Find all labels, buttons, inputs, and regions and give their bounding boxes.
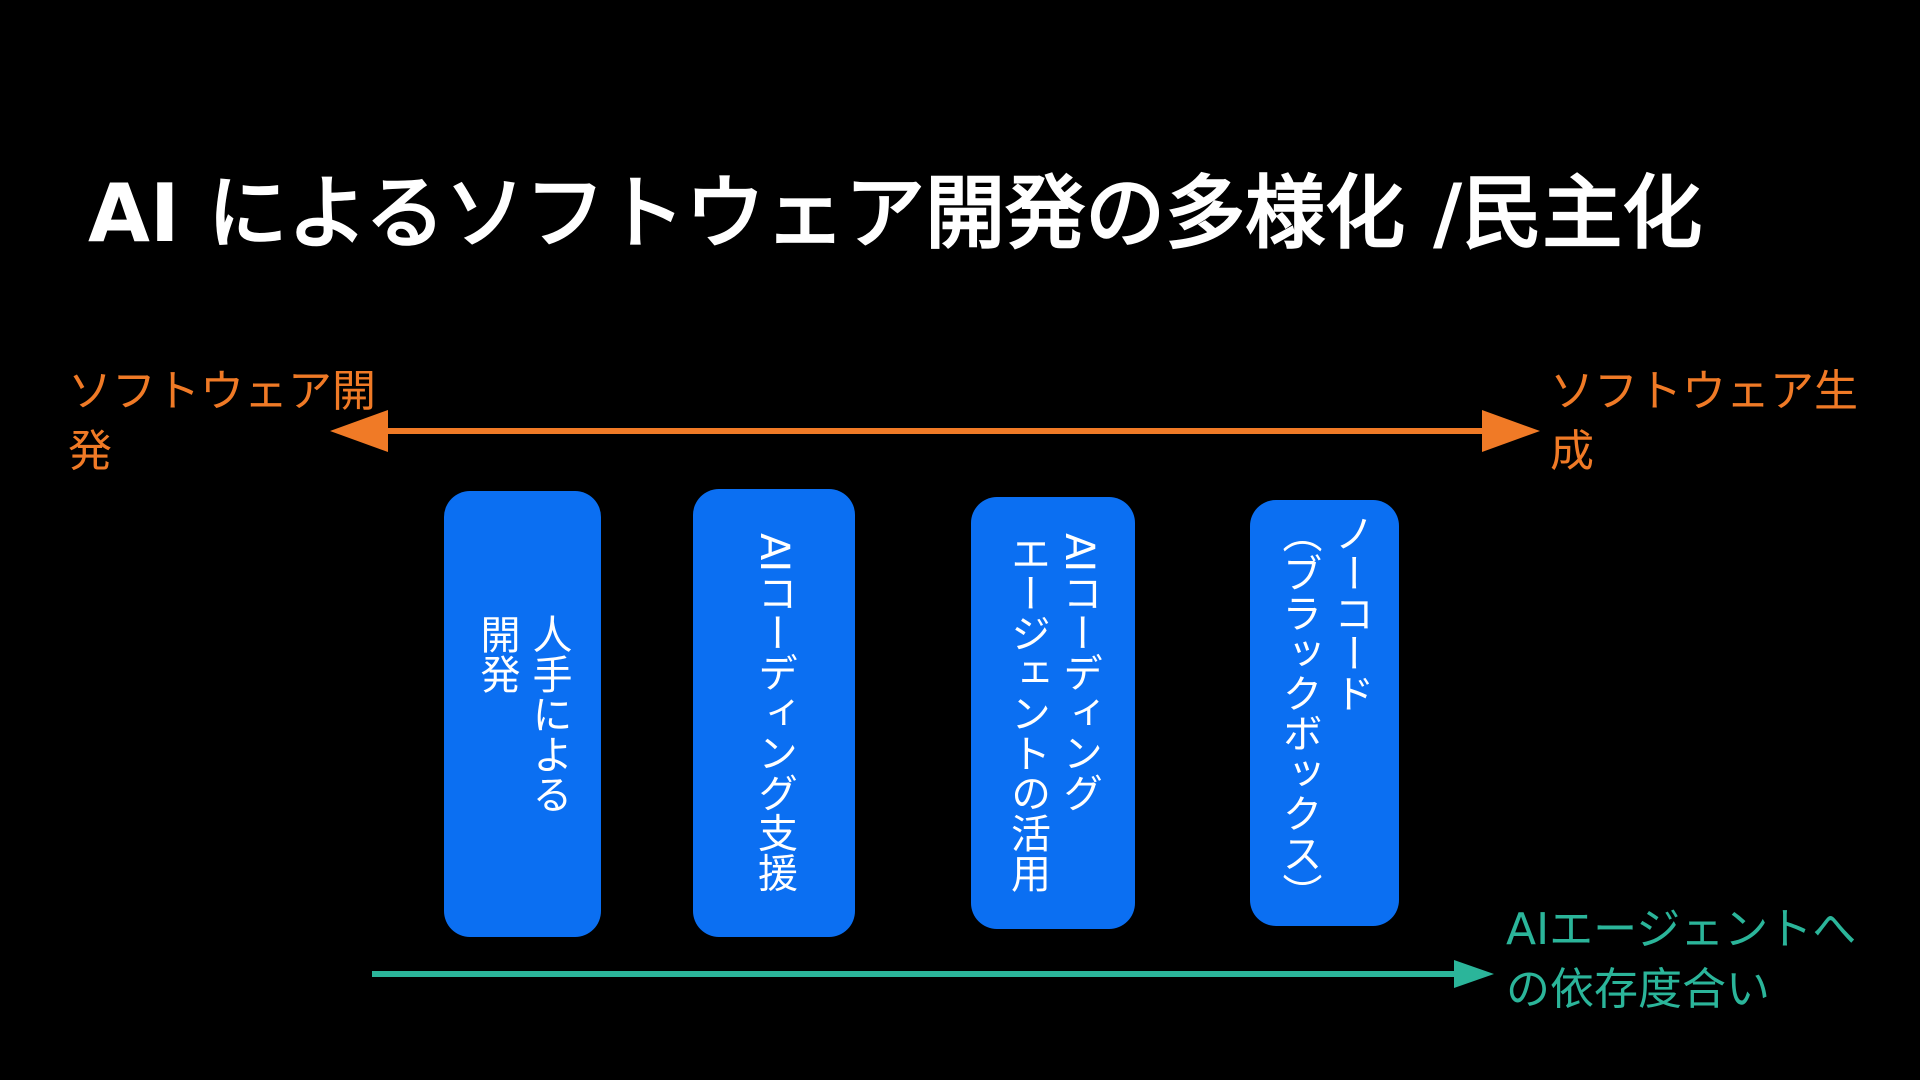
spectrum-arrow-left-head [330,410,388,452]
slide-title: AI によるソフトウェア開発の多様化 /民主化 [88,167,1703,260]
stage-box-ai-assist: AIコーディング支援 [693,489,855,937]
right-end-label: ソフトウェア生 成 [1550,366,1858,477]
stage-box-ai-assist-label: AIコーディング支援 [751,533,797,893]
stage-box-manual-label: 人手による 開発 [473,614,572,814]
dependency-axis-label: AIエージェントへ の依存度合い [1506,904,1857,1015]
stage-box-manual: 人手による 開発 [444,491,601,937]
stage-box-no-code-label: ノーコード （ブラックボックス） [1275,513,1374,913]
stage-box-ai-agent: AIコーディング エージェントの活用 [971,497,1135,929]
spectrum-arrow-right-head [1482,410,1540,452]
dependency-arrow-head [1454,960,1494,988]
left-end-label: ソフトウェア開 発 [68,366,376,477]
stage-box-ai-agent-label: AIコーディング エージェントの活用 [1004,533,1102,893]
stage-box-no-code: ノーコード （ブラックボックス） [1250,500,1399,926]
